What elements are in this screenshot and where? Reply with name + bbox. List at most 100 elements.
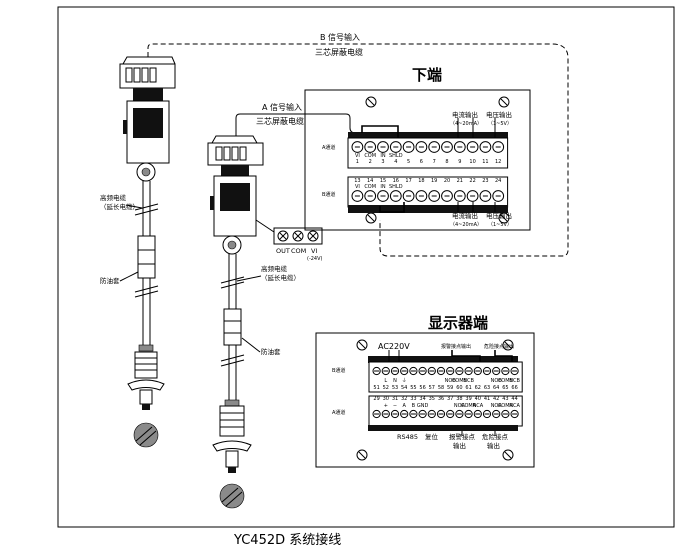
terminal-number: 54: [401, 385, 407, 391]
terminal-number: 41: [484, 396, 490, 402]
terminal-number: 22: [469, 178, 475, 184]
target-circle-a: [219, 483, 245, 509]
terminal-number: 52: [383, 385, 389, 391]
terminal-number: 20: [444, 178, 450, 184]
terminal-number: 39: [465, 396, 471, 402]
terminal-number: 5: [407, 159, 410, 165]
terminal-label: A: [402, 403, 406, 409]
com-label: COM: [291, 247, 306, 255]
terminal-label: L: [384, 378, 387, 384]
lower-voltage-out-top: 电压输出: [486, 110, 512, 119]
display-danger-contact-label: 危险接点: [482, 432, 509, 441]
terminal-label: +: [384, 403, 388, 409]
terminal-label: COMA: [461, 403, 477, 409]
terminal-number: 15: [380, 178, 386, 184]
terminal-label: ⏚: [402, 377, 407, 384]
cable-b-route: [147, 43, 569, 257]
terminal-number: 14: [367, 178, 373, 184]
terminal-number: 51: [373, 385, 379, 391]
terminal-label: COMA: [498, 403, 514, 409]
terminal-label: NCB: [463, 378, 474, 384]
terminal-number: 18: [418, 178, 424, 184]
terminal-number: 31: [392, 396, 398, 402]
terminal-number: 56: [419, 385, 425, 391]
terminal-number: 29: [373, 396, 379, 402]
terminal-label: COMB: [498, 378, 514, 384]
sensor-b: [119, 56, 176, 448]
terminal-number: 55: [410, 385, 416, 391]
cable-a-type-label: 三芯屏蔽电缆: [256, 116, 304, 126]
lower-end-title: 下端: [412, 66, 442, 84]
terminal-number: 23: [482, 178, 488, 184]
terminal-label: COM: [364, 184, 376, 190]
lower-a-strip: [347, 137, 509, 169]
terminal-label: SHLD: [389, 184, 403, 190]
display-rs485-label: RS485: [397, 433, 418, 441]
terminal-label: GND: [417, 403, 429, 409]
terminal-number: 30: [383, 396, 389, 402]
terminal-number: 38: [456, 396, 462, 402]
terminal-number: 4: [394, 159, 397, 165]
lower-a-channel: A通道: [322, 144, 335, 151]
terminal-number: 6: [420, 159, 423, 165]
terminal-number: 53: [392, 385, 398, 391]
outer-frame: [57, 6, 675, 528]
terminal-label: SHLD: [389, 153, 403, 159]
terminal-number: 60: [456, 385, 462, 391]
terminal-label: NOB: [491, 378, 503, 384]
hf-cable-label-b: 高频电缆: [100, 193, 127, 202]
lower-current-out-bottom: 电流输出: [452, 211, 478, 220]
target-circle-b: [133, 422, 159, 448]
lower-voltage-range-top: （1~5V）: [488, 121, 512, 127]
oil-sleeve-label-b: 防油套: [100, 276, 120, 285]
cable-a-input-label: A 信号输入: [262, 102, 302, 112]
ext-cable-label-a: （延长电缆）: [261, 273, 300, 282]
display-end-title: 显示器端: [428, 314, 488, 332]
terminal-label: IN: [380, 153, 385, 159]
terminal-number: 24: [495, 178, 501, 184]
sensor-a: [207, 135, 264, 509]
terminal-number: 37: [447, 396, 453, 402]
vi-label: VI: [311, 247, 317, 255]
output-terminal-block: [255, 219, 323, 245]
terminal-number: 42: [493, 396, 499, 402]
display-danger-contact-label-2: 输出: [487, 441, 500, 450]
display-alarm-contact-label-2: 输出: [453, 441, 466, 450]
terminal-number: 36: [438, 396, 444, 402]
terminal-label: NOA: [491, 403, 503, 409]
lower-current-range-bottom: （4~20mA）: [450, 222, 482, 228]
terminal-label: VI: [355, 184, 360, 190]
terminal-number: 16: [393, 178, 399, 184]
terminal-label: NCB: [509, 378, 520, 384]
terminal-number: 57: [429, 385, 435, 391]
terminal-number: 58: [438, 385, 444, 391]
terminal-label: N: [393, 378, 397, 384]
terminal-label: B: [412, 403, 416, 409]
display-end-panel: [315, 332, 535, 468]
terminal-label: COM: [364, 153, 376, 159]
display-ac-label: AC220V: [378, 342, 410, 351]
terminal-label: VI: [355, 153, 360, 159]
terminal-number: 43: [502, 396, 508, 402]
display-alarm-contact-label: 报警接点: [449, 432, 476, 441]
hf-cable-label-a: 高频电缆: [261, 264, 288, 273]
terminal-number: 11: [482, 159, 488, 165]
display-a-channel: A通道: [332, 409, 345, 416]
terminal-number: 61: [465, 385, 471, 391]
out-label: OUT: [276, 247, 290, 255]
lower-current-out-top: 电流输出: [452, 110, 478, 119]
oil-sleeve-label-a: 防油套: [261, 347, 281, 356]
terminal-number: 33: [410, 396, 416, 402]
terminal-number: 65: [502, 385, 508, 391]
cable-b-input-label: B 信号输入: [320, 32, 360, 42]
diagram-caption: YC452D 系统接线: [233, 532, 341, 548]
terminal-label: IN: [380, 184, 385, 190]
terminal-number: 12: [495, 159, 501, 165]
vi-voltage-label: (-24V): [307, 256, 323, 262]
lower-voltage-out-bottom: 电压输出: [486, 211, 512, 220]
display-b-channel: B通道: [332, 367, 345, 374]
terminal-number: 40: [475, 396, 481, 402]
terminal-label: NOA: [454, 403, 466, 409]
display-end-screws: [356, 339, 514, 461]
